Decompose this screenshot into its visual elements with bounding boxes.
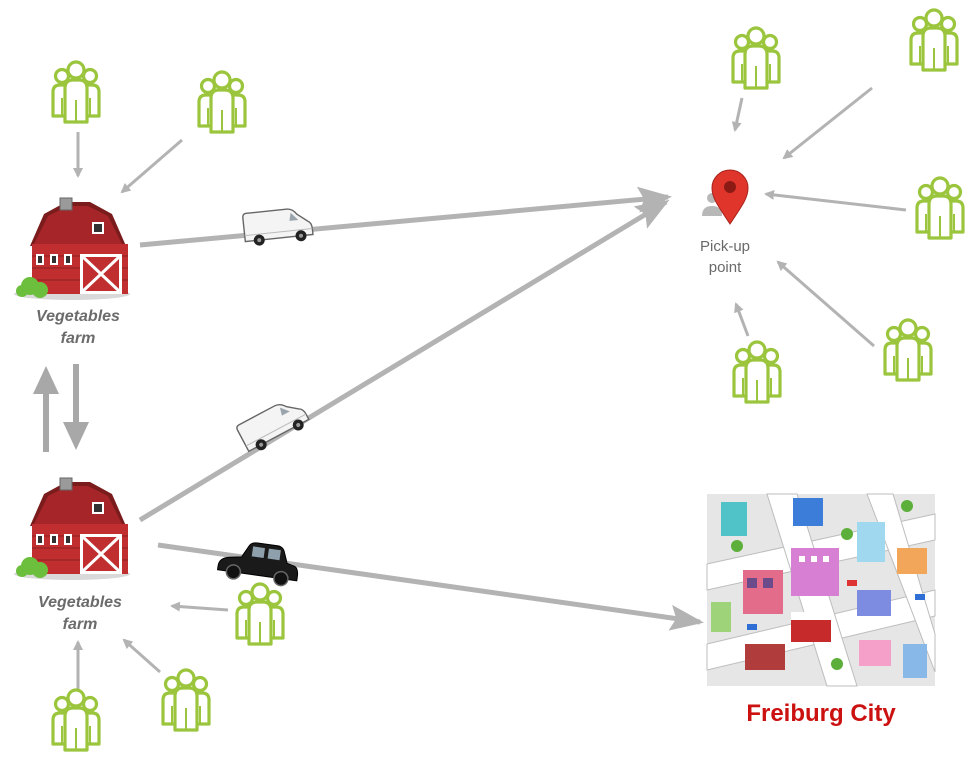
- people-group-icon: [909, 8, 959, 72]
- arrow-people-to-pickup-5: [734, 302, 750, 337]
- pickup-label-line1: Pick-up: [699, 238, 751, 255]
- people-group-icon: [732, 340, 782, 404]
- farm-top-label-line2: farm: [60, 330, 96, 347]
- people-group-icon: [235, 582, 285, 646]
- farm-top-label-line1: Vegetables: [36, 308, 120, 325]
- route-farm-bottom-to-pickup: [138, 199, 670, 523]
- farm-bottom-label-line1: Vegetables: [38, 594, 122, 611]
- people-group-icon: [51, 688, 101, 752]
- barn-icon: [12, 196, 132, 302]
- route-farm-top-to-pickup: [139, 186, 672, 248]
- delivery-van-icon: [234, 393, 313, 457]
- people-group-icon: [197, 70, 247, 134]
- pickup-point-label: Pick-up point: [680, 236, 770, 278]
- city-label: Freiburg City: [746, 700, 896, 727]
- farm-bottom-label-line2: farm: [62, 616, 98, 633]
- delivery-van-icon: [241, 205, 315, 248]
- people-group-icon: [915, 176, 965, 240]
- farm-bottom-label: Vegetables farm: [15, 592, 145, 636]
- people-group-icon: [161, 668, 211, 732]
- arrow-people-to-farm-top-2: [120, 138, 183, 194]
- barn-icon: [12, 476, 132, 582]
- pickup-label-line2: point: [708, 259, 742, 276]
- arrow-people-to-pickup-1: [731, 97, 744, 132]
- arrow-people-to-farm-bottom-1: [170, 601, 229, 612]
- arrow-people-to-pickup-2: [782, 86, 873, 160]
- city-illustration: [706, 493, 936, 687]
- arrow-people-to-pickup-3: [764, 189, 907, 212]
- farm-exchange-arrows: [33, 364, 89, 452]
- people-group-icon: [51, 60, 101, 124]
- farm-top-label: Vegetables farm: [13, 306, 143, 350]
- map-pin-icon: [702, 169, 749, 225]
- people-group-icon: [883, 318, 933, 382]
- people-group-icon: [731, 26, 781, 90]
- arrow-people-to-pickup-4: [776, 260, 875, 348]
- arrow-people-to-farm-bottom-2: [122, 638, 161, 674]
